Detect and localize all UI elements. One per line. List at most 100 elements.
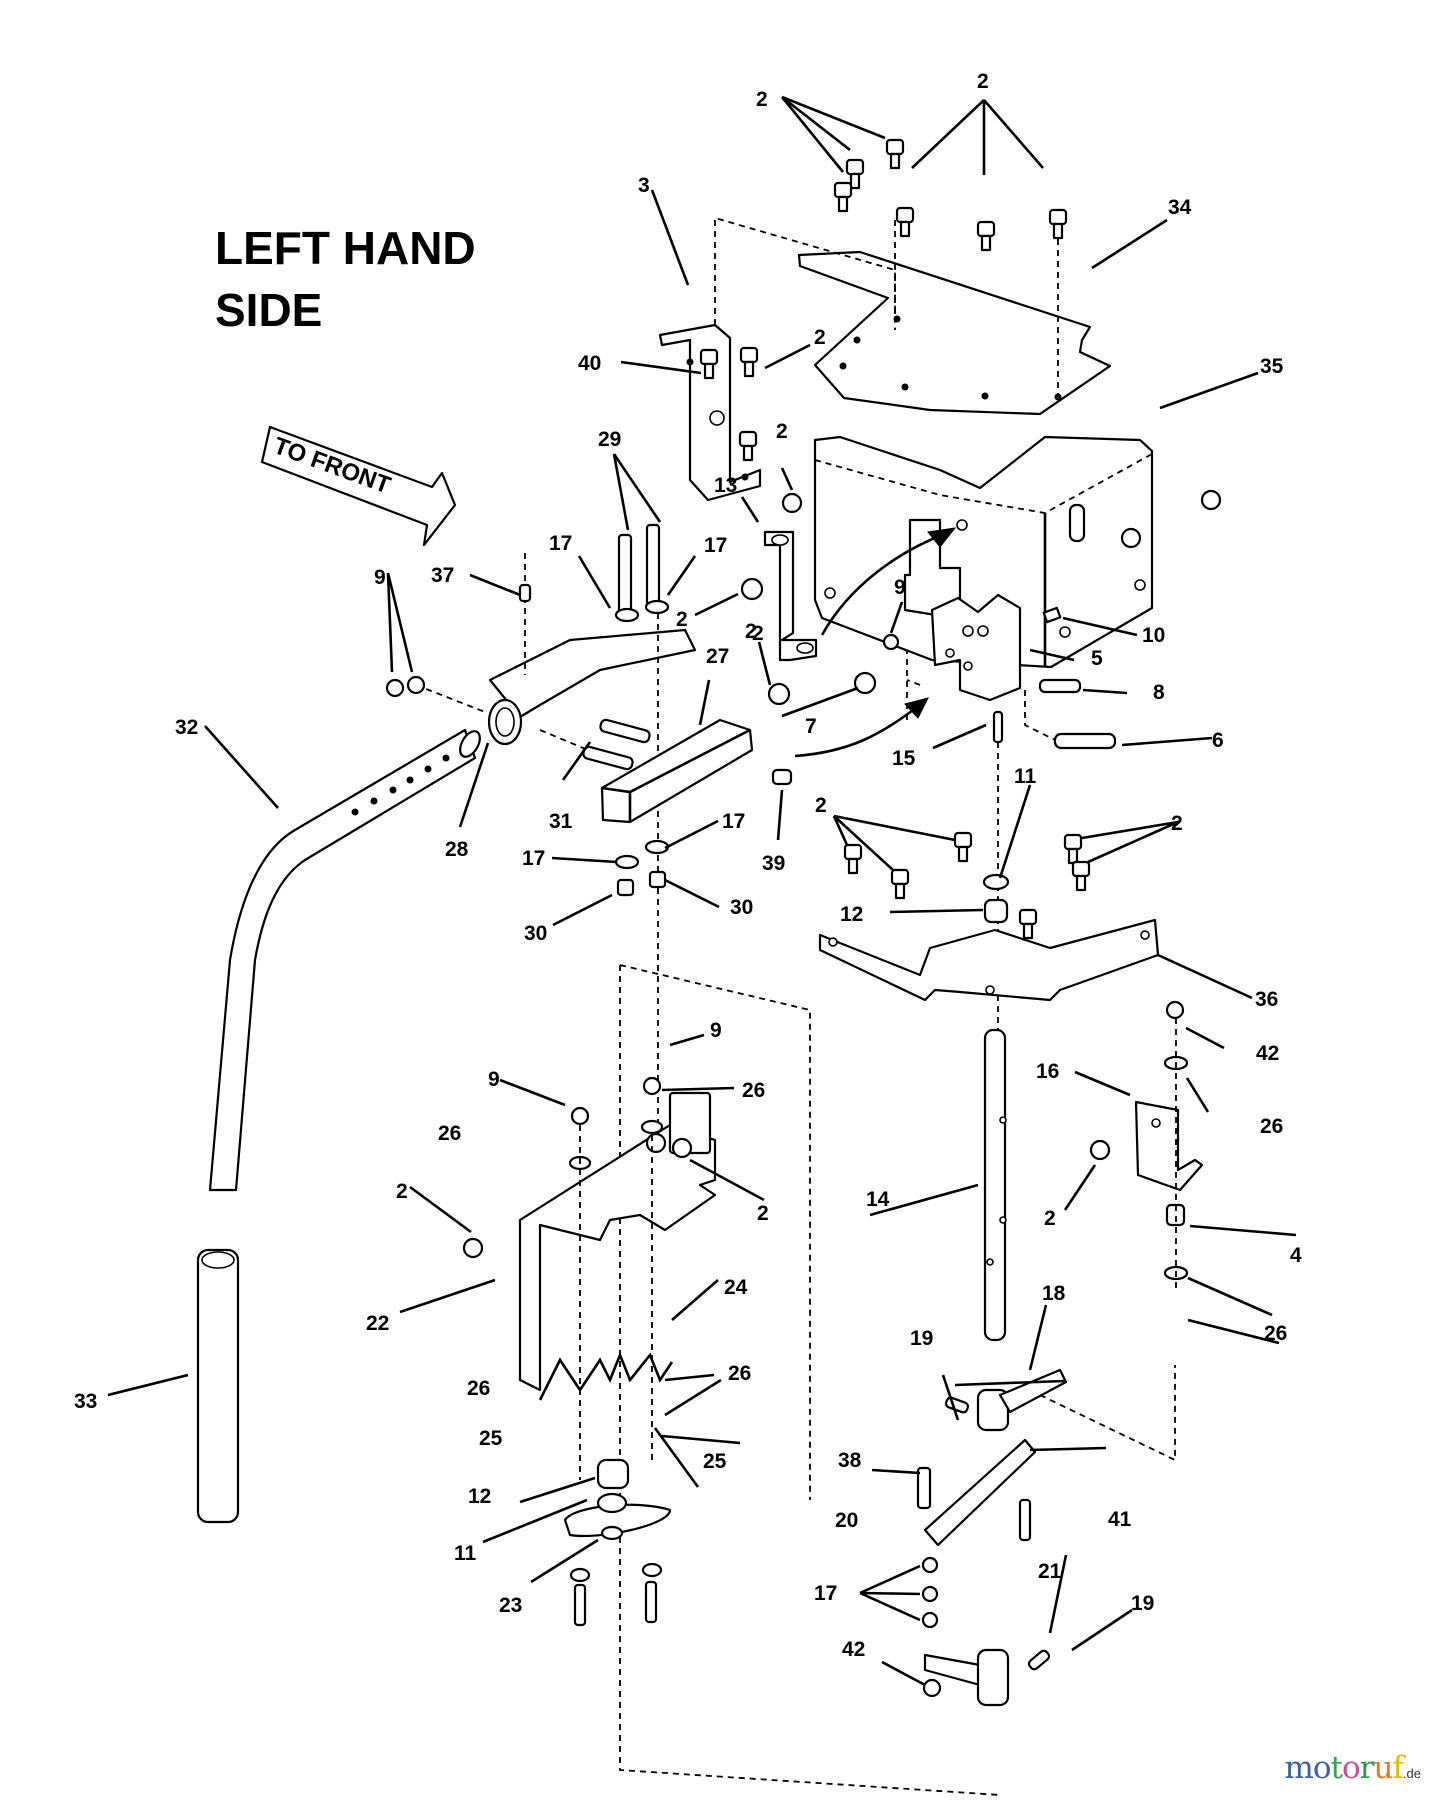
bracket-3 [658, 216, 1059, 502]
callout-17: 17 [549, 532, 572, 555]
callout-18: 18 [1042, 1282, 1066, 1305]
bracket-36 [818, 918, 1160, 1002]
title-line-1: LEFT HAND [215, 222, 476, 274]
callout-38: 38 [838, 1449, 862, 1472]
bolts-top [699, 138, 1068, 462]
callout-16: 16 [1036, 1060, 1059, 1083]
lower-linkage [916, 1368, 1068, 1707]
callout-2: 2 [756, 88, 768, 111]
callout-22: 22 [366, 1312, 389, 1335]
cover-plate-34 [797, 250, 1112, 416]
callout-17: 17 [814, 1582, 837, 1605]
callout-34: 34 [1168, 196, 1192, 219]
callout-9: 9 [710, 1019, 722, 1042]
bolts-side [781, 489, 1222, 549]
callout-20: 20 [835, 1509, 858, 1532]
callout-40: 40 [578, 352, 601, 375]
callout-24: 24 [724, 1276, 748, 1299]
leader-lines [107, 95, 1297, 1687]
callout-2: 2 [757, 1202, 769, 1225]
logo-letter: o [1312, 1750, 1332, 1786]
callout-2: 2 [1044, 1207, 1056, 1230]
callout-23: 23 [499, 1594, 522, 1617]
logo-letter: m [1284, 1750, 1313, 1786]
callout-11: 11 [1014, 765, 1037, 788]
callout-42: 42 [842, 1638, 865, 1661]
callout-2: 2 [977, 70, 989, 93]
motoruf-logo: motoruf.de [1284, 1750, 1421, 1786]
callout-6: 6 [1212, 729, 1224, 752]
handle-tube-32 [208, 728, 481, 1192]
callout-19: 19 [910, 1327, 933, 1350]
callout-30: 30 [730, 896, 753, 919]
callout-26: 26 [438, 1122, 461, 1145]
callout-8: 8 [1153, 681, 1165, 704]
logo-letter: o [1341, 1750, 1361, 1786]
callout-2: 2 [676, 608, 688, 631]
tube-33 [196, 1248, 240, 1524]
callout-2: 2 [776, 420, 788, 443]
logo-letter: u [1373, 1750, 1393, 1786]
callout-31: 31 [549, 810, 573, 833]
callout-39: 39 [762, 852, 785, 875]
callout-26: 26 [742, 1079, 765, 1102]
callout-3: 3 [638, 174, 650, 197]
callout-36: 36 [1255, 988, 1278, 1011]
callout-33: 33 [74, 1390, 97, 1413]
callout-9: 9 [894, 576, 906, 599]
callout-2: 2 [745, 620, 757, 643]
callout-2: 2 [752, 622, 764, 645]
callout-10: 10 [1142, 624, 1165, 647]
square-tube-27 [600, 718, 793, 824]
callout-12: 12 [840, 903, 863, 926]
callout-13: 13 [714, 474, 737, 497]
callout-2: 2 [815, 794, 827, 817]
callout-2: 2 [1171, 812, 1183, 835]
callout-2: 2 [396, 1180, 408, 1203]
callout-11: 11 [454, 1542, 477, 1565]
title-line-2: SIDE [215, 284, 322, 336]
callout-28: 28 [445, 838, 469, 861]
callout-17: 17 [722, 810, 745, 833]
bracket-5 [794, 593, 1117, 758]
callout-21: 21 [1038, 1560, 1062, 1583]
logo-letter: t [1330, 1750, 1344, 1786]
callout-37: 37 [431, 564, 454, 587]
callout-15: 15 [892, 747, 916, 770]
bolts-group-center [843, 831, 1091, 940]
callout-12: 12 [468, 1485, 491, 1508]
bracket-16-stack [1089, 1000, 1204, 1290]
bolts-29 [614, 523, 670, 623]
logo-letter: f [1392, 1750, 1404, 1786]
callout-35: 35 [1260, 355, 1284, 378]
callout-32: 32 [175, 716, 198, 739]
callout-26: 26 [1260, 1115, 1283, 1138]
callout-25: 25 [479, 1427, 503, 1450]
bracket-22 [462, 964, 1176, 1796]
callout-17: 17 [522, 847, 545, 870]
callout-2: 2 [814, 326, 826, 349]
callout-29: 29 [598, 428, 621, 451]
callout-30: 30 [524, 922, 547, 945]
callout-14: 14 [866, 1188, 890, 1211]
callout-25: 25 [703, 1450, 727, 1473]
shaft-14 [983, 1028, 1007, 1342]
callout-17: 17 [704, 534, 727, 557]
bolts-31 [582, 718, 651, 771]
callout-labels: 2 2 3 34 2 40 35 29 2 13 17 17 37 9 2 9 … [74, 70, 1302, 1661]
callout-5: 5 [1091, 647, 1103, 670]
callout-9: 9 [488, 1068, 500, 1091]
washers-nuts-17-30 [614, 839, 670, 897]
callout-19: 19 [1131, 1592, 1154, 1615]
to-front-arrow-icon: TO FRONT [260, 425, 457, 547]
pin-15 [992, 710, 1004, 744]
callout-26: 26 [467, 1377, 490, 1400]
callout-41: 41 [1108, 1508, 1132, 1531]
callout-26: 26 [1264, 1322, 1287, 1345]
logo-letter: r [1359, 1750, 1375, 1786]
callout-27: 27 [706, 645, 729, 668]
callout-9: 9 [374, 566, 386, 589]
logo-suffix: .de [1402, 1766, 1421, 1781]
link-13 [740, 527, 957, 706]
